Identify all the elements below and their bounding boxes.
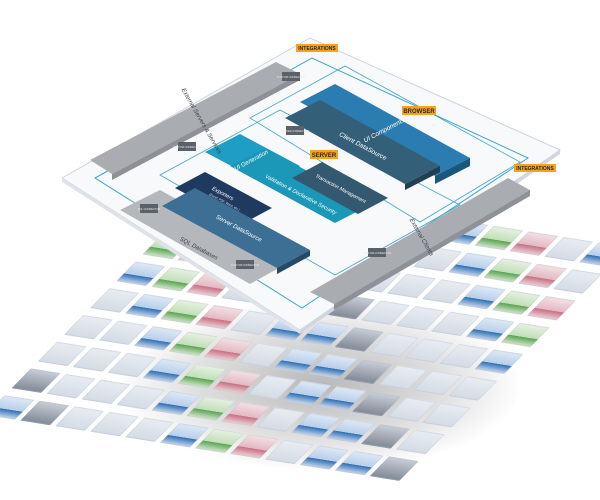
server-connector-label: SERVER CONNECTOR — [281, 129, 309, 133]
external-servers-bar-edge — [112, 74, 300, 180]
transaction-block — [292, 162, 388, 214]
browser-tag — [402, 106, 436, 115]
server-tag-label: SERVER — [312, 153, 337, 159]
external-servers-bar — [90, 62, 300, 174]
sql-connector-box — [140, 204, 158, 213]
server-datasource-block — [162, 188, 310, 268]
server-tag — [310, 150, 338, 159]
integrations-tag-right-label: INTEGRATIONS — [516, 166, 554, 172]
custom-connector-mid-label: CUSTOM CONNECTOR — [173, 145, 202, 149]
client-datasource-block — [285, 100, 440, 184]
custom-connector-bottom-label: CUSTOM CONNECTOR — [231, 263, 260, 267]
ui-components-block — [300, 84, 470, 176]
custom-connector-top — [282, 72, 300, 81]
plane-edge-left — [62, 178, 300, 334]
custom-connector-mid — [178, 142, 196, 151]
ui-components-block-edge — [435, 158, 470, 184]
custom-connector-top-label: CUSTOM CONNECTOR — [277, 75, 306, 79]
validation-block — [230, 148, 370, 223]
client-datasource-block-edge — [405, 166, 440, 190]
sql-connector-label: SQL CONNECTOR — [138, 207, 161, 211]
integrations-tag-right — [514, 164, 556, 172]
server-connector-box — [286, 126, 304, 135]
browser-tag-label: BROWSER — [403, 109, 435, 115]
custom-connector-bottom — [236, 260, 254, 269]
server-datasource-block-edge — [277, 250, 310, 274]
custom-connector-right-label: CUSTOM CONNECTOR — [363, 251, 392, 255]
external-clients-bar — [310, 178, 530, 304]
exporters-block — [175, 172, 272, 224]
integrations-tag-top — [296, 44, 338, 52]
custom-connector-right — [368, 248, 386, 257]
integrations-tag-top-label: INTEGRATIONS — [298, 46, 336, 52]
external-clients-bar-edge — [334, 190, 530, 310]
